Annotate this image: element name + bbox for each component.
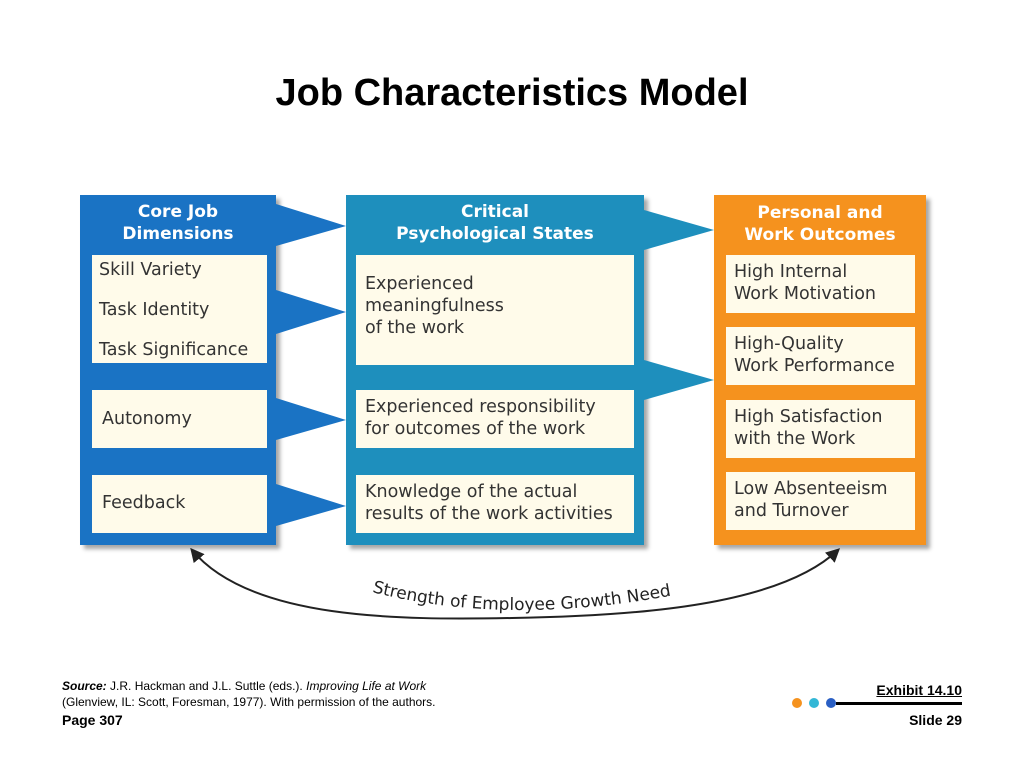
core-dimensions-box: Skill Variety Task Identity Task Signifi…	[92, 255, 267, 363]
footer-divider	[836, 702, 962, 705]
arrow-core-feedback	[276, 484, 346, 526]
page-number: Page 307	[62, 712, 123, 728]
core-column-heading: Core Job Dimensions	[122, 202, 234, 244]
responsibility-box: Experienced responsibility for outcomes …	[356, 390, 634, 448]
knowledge-of-results-box: Knowledge of the actual results of the w…	[356, 475, 634, 533]
slide-title: Job Characteristics Model	[275, 72, 749, 114]
source-citation: Source: J.R. Hackman and J.L. Suttle (ed…	[62, 679, 436, 709]
arrow-critical-header	[644, 210, 714, 250]
teal-dot-icon	[809, 698, 819, 708]
exhibit-label: Exhibit 14.10	[876, 682, 962, 698]
performance-box: High-Quality Work Performance	[726, 327, 915, 385]
arrow-critical-middle	[644, 360, 714, 400]
autonomy-box: Autonomy	[92, 390, 267, 448]
task-significance-label: Task Significance	[99, 340, 249, 360]
slide-number: Slide 29	[909, 712, 962, 728]
arrow-core-header	[276, 204, 346, 246]
absenteeism-box: Low Absenteeism and Turnover	[726, 472, 915, 530]
orange-dot-icon	[792, 698, 802, 708]
satisfaction-box: High Satisfaction with the Work	[726, 400, 915, 458]
outcomes-column-heading: Personal and Work Outcomes	[744, 203, 896, 245]
task-identity-label: Task Identity	[99, 300, 210, 320]
critical-states-column: Critical Psychological States Experience…	[346, 195, 644, 545]
arrow-core-skills	[276, 290, 346, 334]
core-job-dimensions-column: Core Job Dimensions Skill Variety Task I…	[80, 195, 276, 545]
skill-variety-label: Skill Variety	[99, 260, 202, 280]
critical-column-heading: Critical Psychological States	[396, 202, 594, 244]
motivation-box: High Internal Work Motivation	[726, 255, 915, 313]
meaningfulness-box: Experienced meaningfulness of the work	[356, 255, 634, 365]
blue-dot-icon	[826, 698, 836, 708]
outcomes-column: Personal and Work Outcomes High Internal…	[714, 195, 926, 545]
moderator-arc	[190, 547, 841, 620]
feedback-box: Feedback	[92, 475, 267, 533]
arrow-core-autonomy	[276, 398, 346, 440]
moderator-label: Strength of Employee Growth Need	[371, 577, 672, 615]
